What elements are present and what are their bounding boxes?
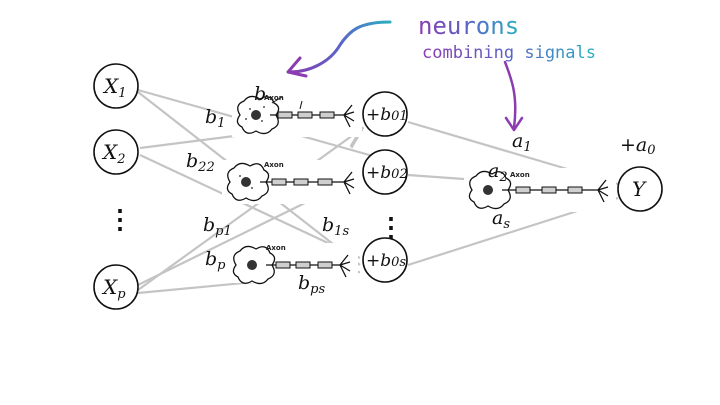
input-node-xp: Xp (93, 264, 139, 310)
weight-label-bp1: bp1 (203, 214, 232, 239)
neuron-axon-label: Axon (266, 244, 286, 252)
input-node-x2: X2 (93, 129, 139, 175)
weight-label-bps: bps (298, 272, 325, 297)
annotation-arrow-left (288, 20, 392, 74)
neuron-illustration-output: Axon (464, 168, 616, 212)
output-node-y: Y (617, 166, 663, 212)
neuron-illustration-2: Axon (222, 160, 362, 204)
weight-label-a1: a1 (512, 130, 532, 155)
svg-text:X1: X1 (102, 74, 127, 101)
svg-text:Xp: Xp (101, 275, 126, 302)
svg-text:+b0s: +b0s (366, 251, 406, 271)
neuron-illustration-1: Axon (232, 93, 362, 137)
annotation-arrowhead-down (504, 116, 524, 132)
neuron-illustration-3: Axon (228, 243, 358, 285)
svg-text:+b02: +b02 (366, 163, 408, 183)
hidden-node-2: +b02 (362, 149, 408, 195)
hidden-node-s: +b0s (362, 237, 408, 283)
weight-label-b-top: b (254, 83, 266, 105)
neuron-axon-label: Axon (264, 94, 284, 102)
svg-text:Y: Y (632, 177, 647, 201)
input-hidden-edges (137, 88, 381, 295)
weight-label-b1s: b1s (322, 214, 349, 239)
handwritten-annotation: neurons combining signals (286, 12, 596, 132)
edge-x2-hs (139, 154, 361, 259)
weight-label-a2: a2 (488, 160, 508, 185)
svg-text:+b01: +b01 (366, 105, 408, 125)
weight-label-bp: bp (205, 248, 226, 273)
annotation-combining-text: combining signals (422, 43, 596, 63)
svg-text:X2: X2 (101, 140, 126, 167)
annotation-arrow-down (503, 60, 517, 130)
annotation-neurons-text: neurons (418, 12, 519, 40)
neuron-axon-label: Axon (510, 171, 530, 179)
input-node-x1: X1 (93, 63, 139, 109)
hidden-node-1: +b01 (362, 91, 408, 137)
output-bias-label: +a0 (620, 134, 656, 158)
weight-label-b1: b1 (205, 106, 225, 131)
input-ellipsis: ⋮ (107, 205, 133, 235)
weight-label-as: as (492, 207, 510, 232)
weight-label-b22: b22 (186, 150, 215, 175)
annotation-arrowhead-left (286, 56, 308, 78)
neuron-axon-label: Axon (264, 161, 284, 169)
edge-xp-h1 (137, 130, 360, 291)
